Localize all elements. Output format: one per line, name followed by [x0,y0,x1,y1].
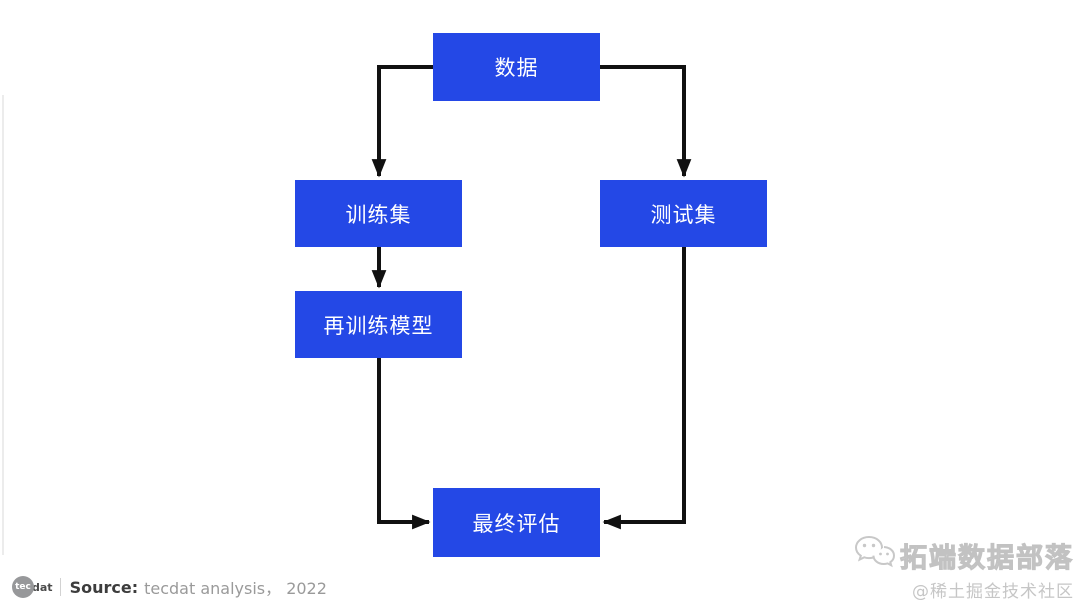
flow-node-data: 数据 [433,33,600,101]
source-attribution: tec dat Source: tecdat analysis， 2022 [12,575,327,599]
flow-node-final-evaluation: 最终评估 [433,488,600,557]
footer-divider [59,578,61,596]
flow-edge-retrain-model-to-final-evaluation [377,358,431,530]
watermark: 拓端数据部落 @稀土掘金技术社区 [854,534,1074,602]
tecdat-logo-suffix: dat [32,580,53,594]
tecdat-logo-circle: tec [12,576,34,598]
flow-edge-data-to-training-set [371,65,433,178]
flow-edge-test-set-to-final-evaluation [602,247,686,530]
watermark-community: @稀土掘金技术社区 [912,582,1074,602]
tecdat-logo: tec dat [12,576,53,598]
page-edge-line [2,95,4,555]
flow-node-retrain-model: 再训练模型 [295,291,462,358]
source-text: tecdat analysis， 2022 [144,579,327,598]
flow-edge-data-to-test-set [600,65,692,178]
flow-node-test-set: 测试集 [600,180,767,247]
flow-node-training-set: 训练集 [295,180,462,247]
watermark-brand: 拓端数据部落 [900,542,1074,574]
wechat-icon [854,534,896,576]
source-label: Source: [69,577,139,597]
